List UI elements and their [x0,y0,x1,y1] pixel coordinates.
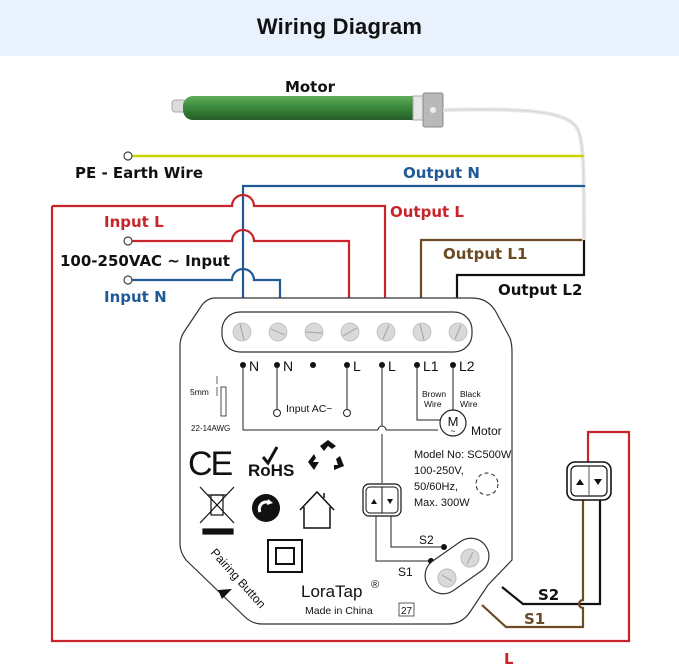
device-s1-label: S1 [398,565,413,579]
led-indicator-icon [475,472,499,496]
motor-tube [183,96,423,120]
made-in-label: Made in China [305,605,373,617]
registered-mark: ® [371,579,379,591]
awg-label: 22-14AWG [191,424,230,433]
s2-wire: S2 [501,500,602,606]
input-l-terminal-icon [123,236,133,246]
terminal-label: L1 [423,358,439,374]
motor-symbol-letter: M [448,414,459,429]
output-n-wire: Output N [241,164,586,298]
internal-switch-icon [362,483,402,517]
input-ac-label: Input AC~ [286,403,332,415]
weee-bin-icon [199,486,235,535]
earth-wire-label: PE - Earth Wire [75,164,203,182]
black-wire-label: Wire [460,399,478,409]
live-loop-wire: Output L L [50,193,631,668]
input-l-label: Input L [104,213,164,231]
green-dot-icon [252,494,280,522]
wall-switch[interactable] [566,461,612,501]
terminal-pin-blank [310,362,316,368]
spec-frequency: 50/60Hz, [414,481,458,493]
output-l1-label: Output L1 [443,245,527,263]
input-l-wire: Input L 100-250VAC ~ Input [60,213,351,298]
s2-wire-label: S2 [538,586,559,604]
motor-bracket-hole [430,107,436,113]
brand-logo: LoraTap [301,582,362,601]
switch-module: N N L L L1 L2 Input AC~ 5mm [179,297,513,625]
motor-title: Motor [285,78,336,96]
svg-text:RoHS: RoHS [248,461,294,480]
input-n-wire: Input N [104,267,282,306]
black-wire-label: Black [460,389,482,399]
batch-number: 27 [401,606,413,617]
spec-power: Max. 300W [414,497,470,509]
ce-mark-icon: CE [188,445,233,483]
terminal-label: N [249,358,259,374]
motor-symbol-icon [439,409,467,437]
input-ac-terminal-icon [343,409,351,417]
tubular-motor: Motor [171,78,586,241]
device-motor-label: Motor [471,424,502,438]
output-l2-label: Output L2 [498,281,582,299]
terminal-label: L2 [459,358,475,374]
indoor-use-icon [299,490,335,529]
l-label: L [504,650,514,668]
device-s2-label: S2 [419,533,434,547]
s2-pin [441,544,447,550]
terminal-label: N [283,358,293,374]
recycle-icon [308,440,344,470]
output-l1-wire: Output L1 [419,238,582,298]
module-outline [179,297,513,625]
s1-wire: S1 [481,500,585,629]
terminal-label: L [353,358,361,374]
model-number: Model No: SC500W [414,449,512,461]
input-n-terminal-icon [123,275,133,285]
svg-text:~: ~ [450,426,455,436]
output-n-label: Output N [403,164,480,182]
batch-box [398,602,415,617]
output-l-label: Output L [390,203,464,221]
strip-length-label: 5mm [190,387,209,397]
up-arrow-icon[interactable] [576,479,584,485]
s1-wire-label: S1 [524,610,545,628]
wire-strip-gauge-icon: 5mm 22-14AWG [190,376,230,433]
earth-terminal-icon [123,151,133,161]
terminal-label: L [388,358,396,374]
spec-voltage: 100-250V, [414,465,464,477]
double-insulation-icon [267,539,303,573]
earth-wire: PE - Earth Wire [75,151,584,182]
rohs-mark-icon: RoHS [248,446,294,480]
output-l2-wire: Output L2 [455,240,586,299]
header-banner: Wiring Diagram [0,0,679,56]
brown-wire-label: Brown [422,389,446,399]
switch-terminal-block [424,537,490,595]
down-arrow-icon[interactable] [594,479,602,485]
input-n-label: Input N [104,288,167,306]
pairing-button-arrow-icon[interactable] [218,589,232,599]
brown-wire-label: Wire [424,399,442,409]
supply-voltage-label: 100-250VAC ~ Input [60,252,230,270]
page-title: Wiring Diagram [256,14,423,39]
input-ac-terminal-icon [273,409,281,417]
